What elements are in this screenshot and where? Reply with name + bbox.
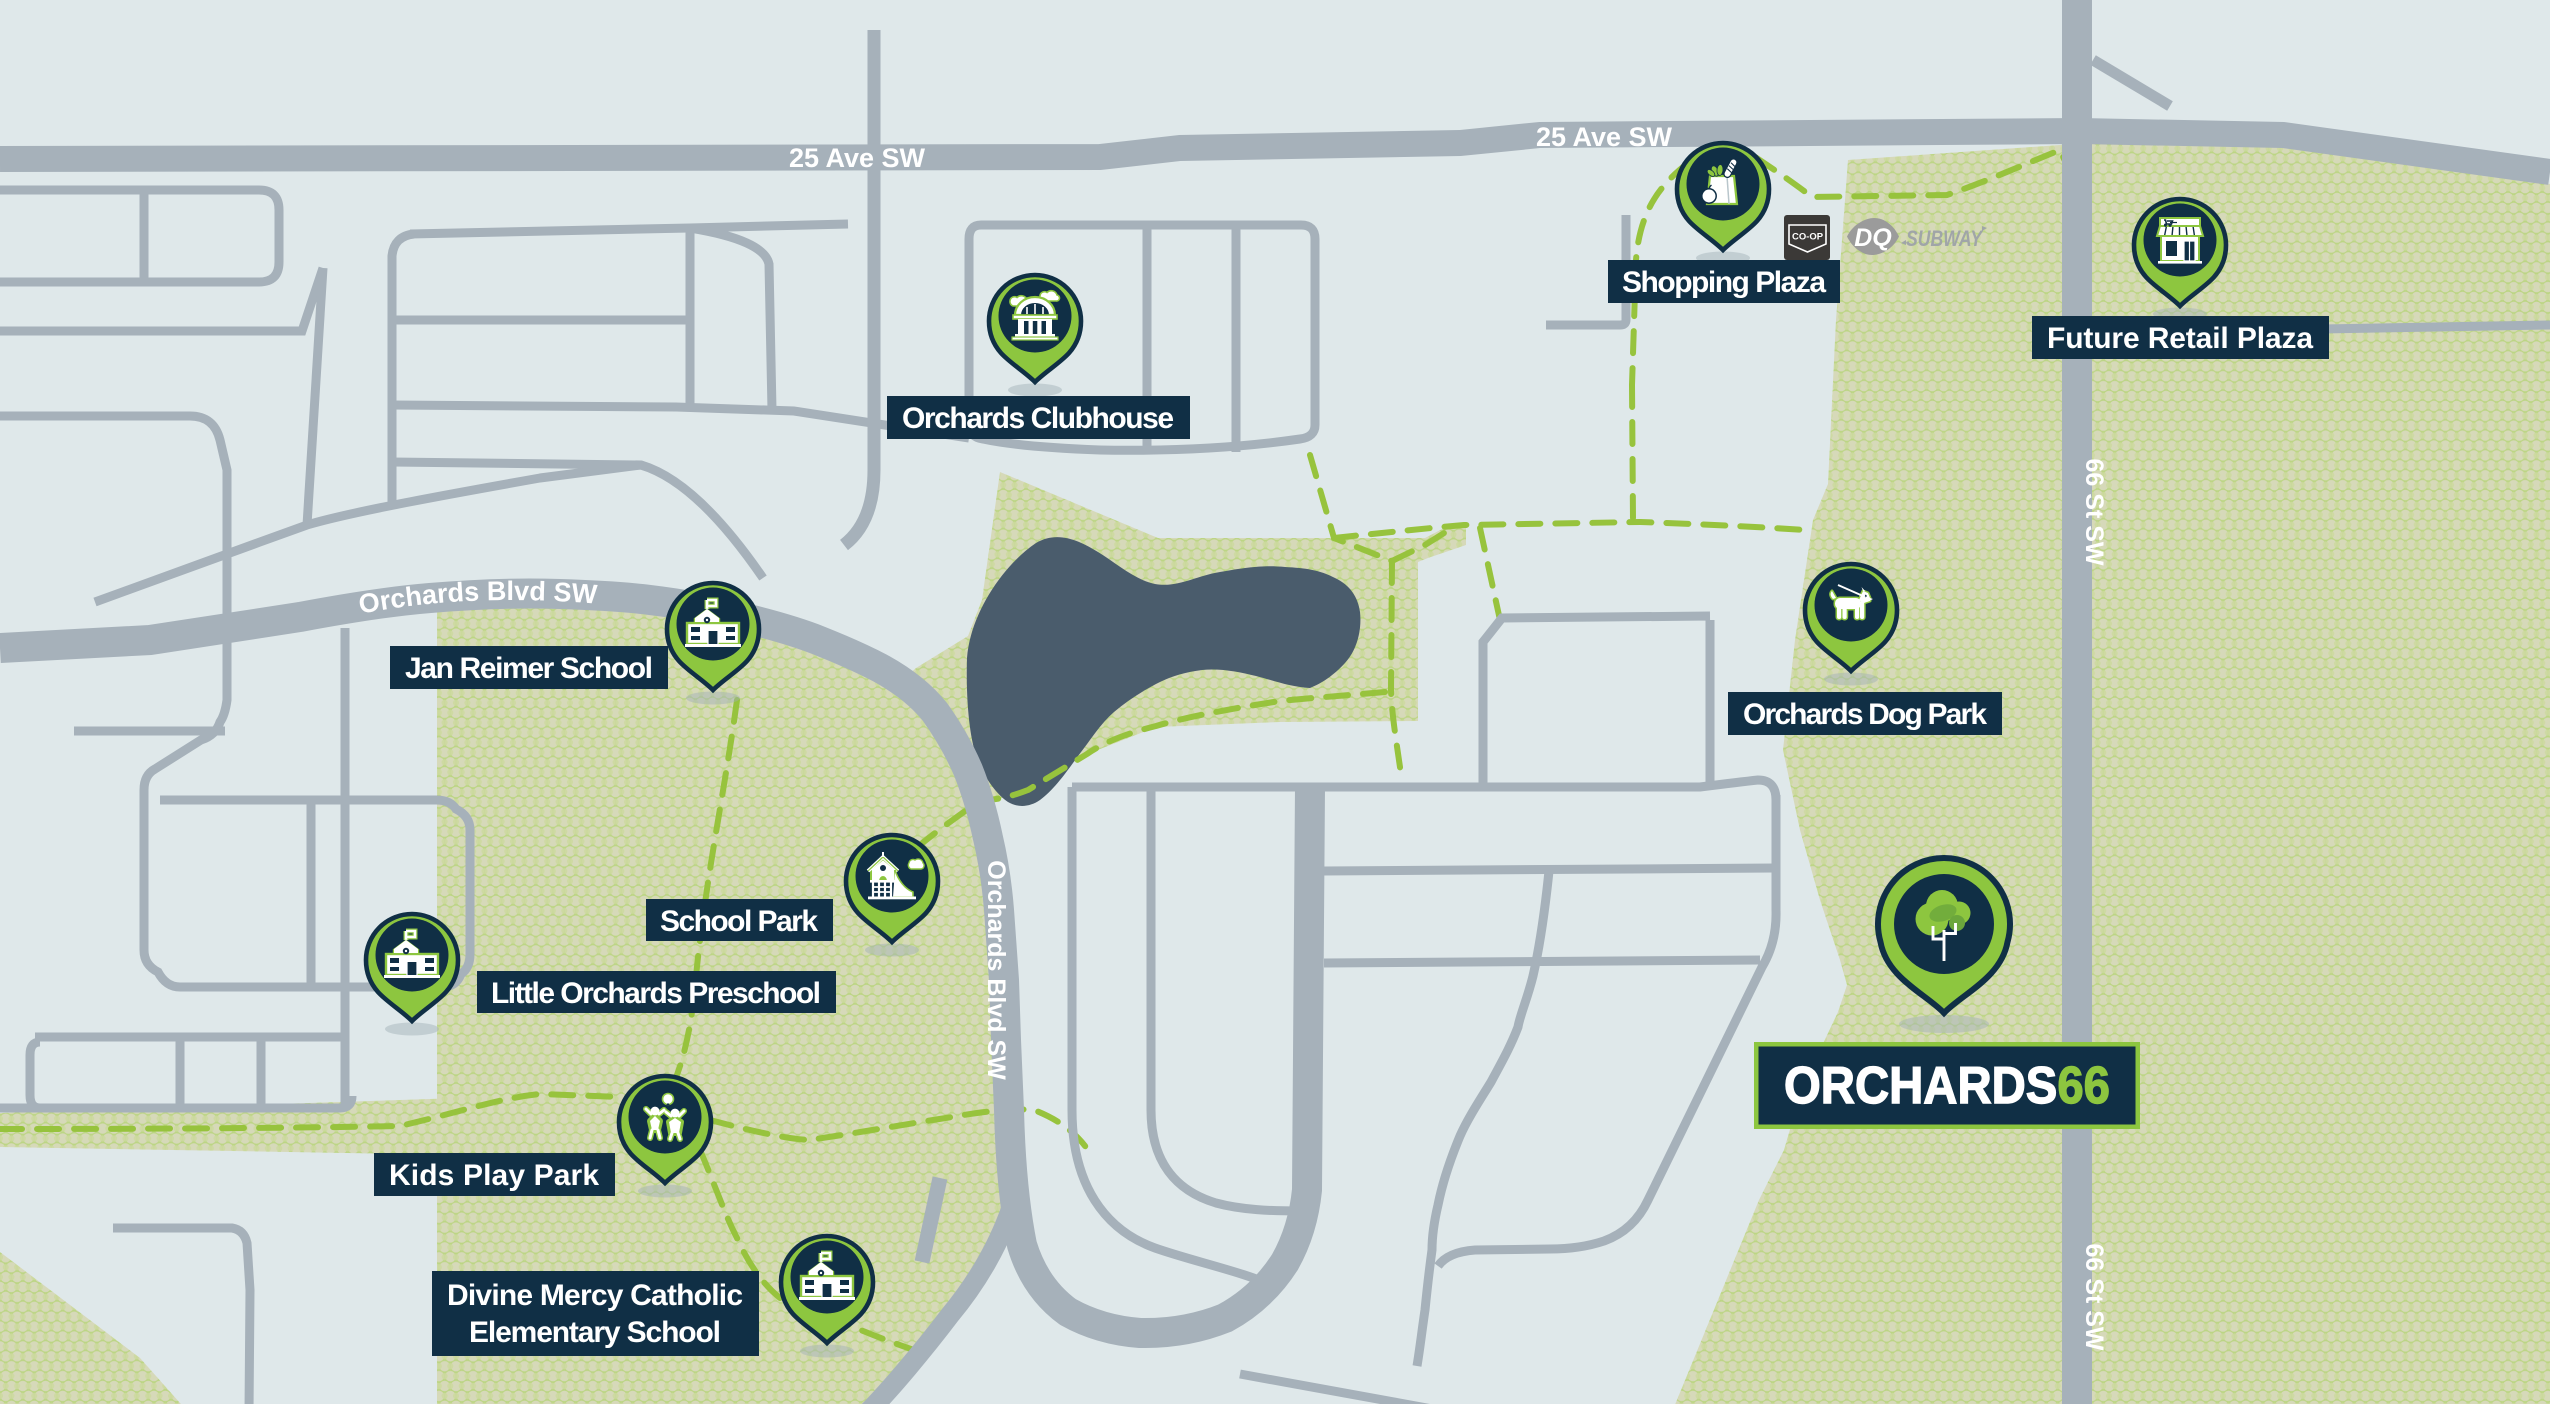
svg-text:Little Orchards Preschool: Little Orchards Preschool [491,977,821,1010]
svg-text:25 Ave SW: 25 Ave SW [1536,122,1673,152]
svg-text:Future Retail Plaza: Future Retail Plaza [2047,322,2313,355]
svg-text:Kids Play Park: Kids Play Park [389,1159,599,1192]
svg-text:25 Ave SW: 25 Ave SW [789,143,926,173]
svg-text:Orchards Blvd SW: Orchards Blvd SW [982,860,1010,1080]
svg-text:Jan Reimer School: Jan Reimer School [405,652,653,685]
svg-text:Divine Mercy Catholic: Divine Mercy Catholic [447,1279,743,1312]
svg-text:66 St SW: 66 St SW [2080,459,2108,566]
svg-text:School Park: School Park [660,905,818,938]
svg-text:Elementary School: Elementary School [469,1316,721,1349]
svg-text:CO-OP: CO-OP [1792,232,1824,243]
svg-text:SUBWAY: SUBWAY [1906,226,1984,251]
svg-text:ORCHARDS66: ORCHARDS66 [1784,1057,2110,1115]
svg-text:Shopping Plaza: Shopping Plaza [1622,266,1826,299]
svg-text:Orchards Dog Park: Orchards Dog Park [1743,698,1987,731]
svg-text:66 St SW: 66 St SW [2080,1244,2108,1351]
svg-text:DQ: DQ [1854,224,1892,252]
svg-text:Orchards Clubhouse: Orchards Clubhouse [902,402,1174,435]
